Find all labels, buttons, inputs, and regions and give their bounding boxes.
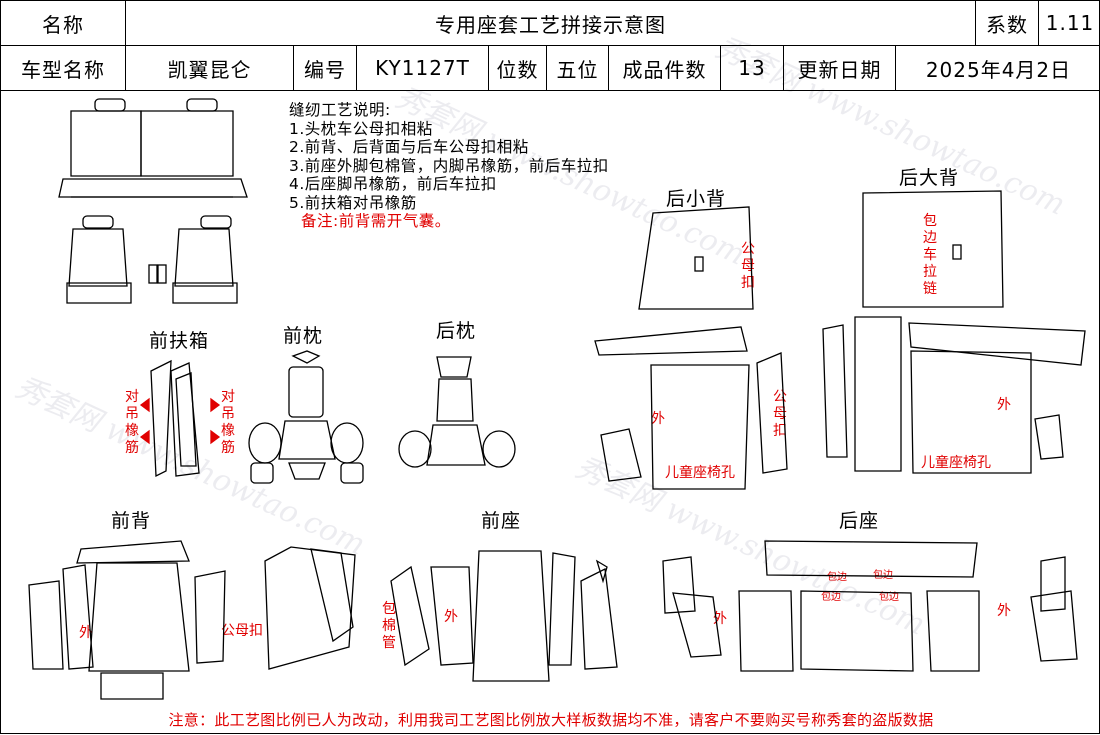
child-seat-hole-note-small: 儿童座椅孔 (665, 465, 735, 481)
sewing-notes: 缝纫工艺说明: 1.头枕车公母扣相粘 2.前背、后背面与后车公母扣相粘 3.前座… (289, 101, 609, 231)
divider (1, 90, 1100, 91)
zipper-edge-note: 包边车拉链 (923, 213, 937, 297)
label-rear-big-back: 后大背 (899, 167, 960, 189)
pieces-label: 成品件数 (609, 46, 721, 90)
document-title: 专用座套工艺拼接示意图 (126, 1, 976, 45)
seat-overview (58, 98, 248, 304)
front-back-patterns (28, 540, 356, 700)
model-value: 凯翼昆仑 (126, 46, 294, 90)
rear-big-back-patterns (822, 190, 1086, 474)
piracy-notice: 注意：此工艺图比例已人为改动，利用我司工艺图比例放大样板数据均不准，请客户不要购… (168, 711, 934, 729)
seats-value: 五位 (547, 46, 609, 90)
seats-label: 位数 (489, 46, 547, 90)
edging-note: 包边 (821, 592, 841, 603)
hang-elastic-note-left: 对吊橡筋 (125, 389, 139, 456)
label-front-headrest: 前枕 (283, 325, 324, 347)
note-item: 5.前扶箱对吊橡筋 (289, 193, 417, 212)
child-seat-hole-note-big: 儿童座椅孔 (921, 455, 991, 471)
divider (1, 45, 1100, 46)
note-item: 4.后座脚吊橡筋，前后车拉扣 (289, 175, 497, 193)
code-value: KY1127T (357, 46, 489, 90)
front-seat-patterns (390, 550, 618, 682)
label-rear-headrest: 后枕 (436, 320, 477, 342)
label-rear-small-back: 后小背 (666, 188, 727, 210)
outer-note-big-back: 外 (997, 397, 1011, 413)
note-item: 1.头枕车公母扣相粘 (289, 119, 433, 138)
pieces-value: 13 (721, 46, 784, 90)
name-label: 名称 (1, 1, 126, 45)
rear-small-back-patterns (594, 206, 788, 490)
code-label: 编号 (294, 46, 357, 90)
rear-seat-patterns (662, 540, 1078, 672)
update-label: 更新日期 (784, 46, 896, 90)
outer-note-front-seat: 外 (444, 609, 458, 625)
label-front-armrest: 前扶箱 (149, 330, 210, 352)
edging-note: 包边 (879, 592, 899, 603)
note-item: 2.前背、后背面与后车公母扣相粘 (289, 138, 529, 156)
header-row-1: 名称 专用座套工艺拼接示意图 系数 1.11 (1, 1, 1100, 45)
note-item: 3.前座外脚包棉管，内脚吊橡筋，前后车拉扣 (289, 156, 609, 175)
header-row-2: 车型名称 凯翼昆仑 编号 KY1127T 位数 五位 成品件数 13 更新日期 … (1, 46, 1100, 90)
buckle-note-front-back: 公母扣 (221, 623, 263, 639)
coefficient-value: 1.11 (1045, 11, 1095, 35)
cotton-tube-note: 包棉管 (382, 601, 396, 651)
edging-note: 包边 (827, 572, 847, 583)
front-headrest-patterns (248, 350, 364, 484)
update-value: 2025年4月2日 (925, 57, 1072, 82)
coefficient-label: 系数 (976, 1, 1039, 45)
label-rear-seat: 后座 (839, 510, 880, 532)
rear-headrest-patterns (398, 356, 516, 468)
outer-note-small-back: 外 (651, 411, 665, 427)
front-armrest-patterns (139, 359, 221, 478)
label-front-back: 前背 (111, 510, 152, 532)
notes-title: 缝纫工艺说明: (289, 101, 391, 119)
notes-remark: 备注:前背需开气囊。 (301, 212, 451, 230)
label-front-seat: 前座 (481, 510, 522, 532)
hang-elastic-note-right: 对吊橡筋 (221, 389, 235, 456)
model-label: 车型名称 (1, 46, 126, 90)
outer-note-rear-seat-right: 外 (997, 603, 1011, 619)
